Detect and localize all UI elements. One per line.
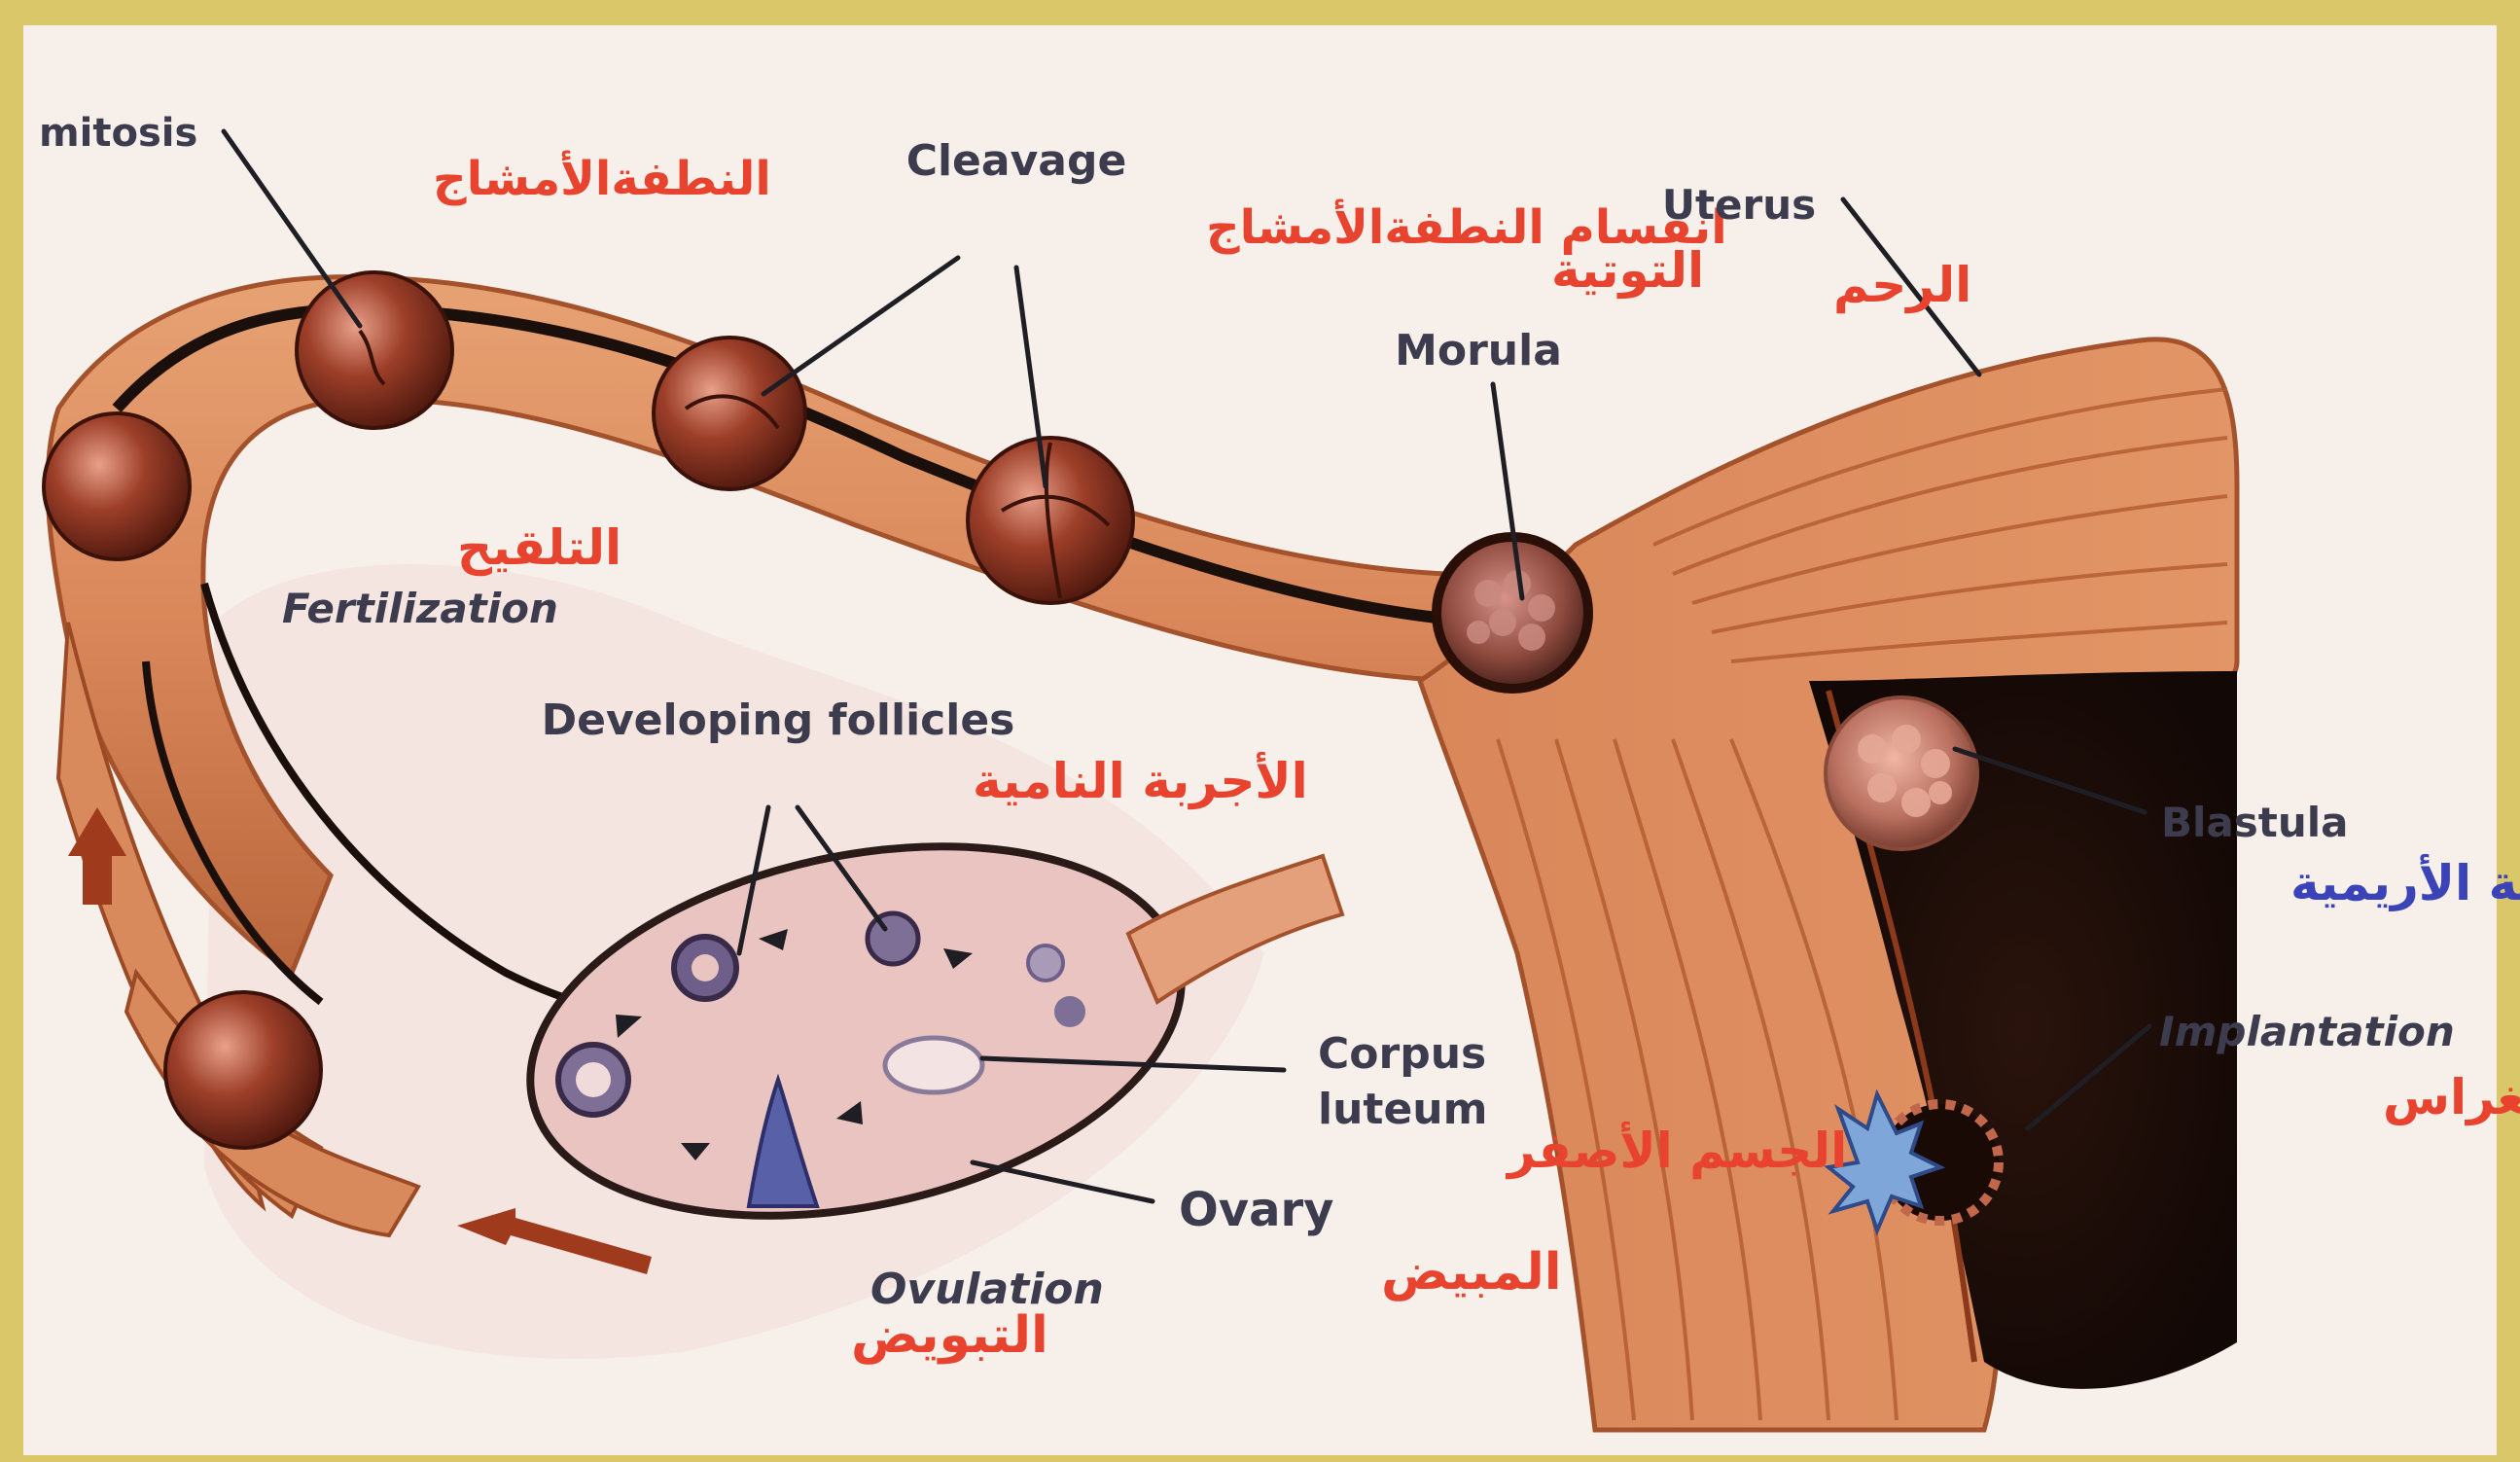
follicles-label-en: Developing follicles <box>542 695 1015 745</box>
corpus-label-ar: الجسم الأصفر <box>1505 1121 1847 1180</box>
morula-label-ar: التوتية <box>1551 242 1704 300</box>
uterus-label-en: Uterus <box>1662 181 1816 229</box>
fertilization-label-ar: التلقيح <box>457 519 621 577</box>
mitosis-label-en: mitosis <box>39 111 197 156</box>
four-cell-embryo <box>968 438 1133 603</box>
corpus-luteum-body <box>885 1038 982 1092</box>
follicle <box>1054 996 1085 1027</box>
ovulation-label-ar: التبويض <box>851 1306 1048 1365</box>
cleavage-label-en: Cleavage <box>906 136 1127 186</box>
follicle <box>1028 945 1063 981</box>
follicles-label-ar: الأجربة النامية <box>973 751 1308 810</box>
oocyte-ovulated <box>165 992 321 1148</box>
blastula-label-ar: الكيسة الأريمية <box>2290 853 2520 911</box>
blastula-ball <box>1826 697 1977 849</box>
ovary-label-ar: المبيض <box>1381 1243 1562 1302</box>
fertilization-label-en: Fertilization <box>282 585 558 632</box>
zygote-mitosis <box>297 272 452 428</box>
ovary-label-en: Ovary <box>1179 1183 1333 1237</box>
mitosis-label-ar: النطفةالأمشاج <box>433 150 771 206</box>
morula-ball <box>1437 537 1588 689</box>
corpus-label-en-2: luteum <box>1318 1085 1487 1134</box>
follicle <box>868 913 918 964</box>
two-cell-embryo <box>654 338 805 489</box>
blastula-label-en: Blastula <box>2161 799 2348 846</box>
uterus-label-ar: الرحم <box>1833 257 1971 314</box>
zygote-fimbria <box>44 413 190 559</box>
corpus-label-en-1: Corpus <box>1318 1029 1486 1079</box>
implantation-label-ar: الانغراس <box>2383 1069 2520 1126</box>
implantation-label-en: Implantation <box>2159 1008 2455 1055</box>
morula-label-en: Morula <box>1395 326 1562 375</box>
